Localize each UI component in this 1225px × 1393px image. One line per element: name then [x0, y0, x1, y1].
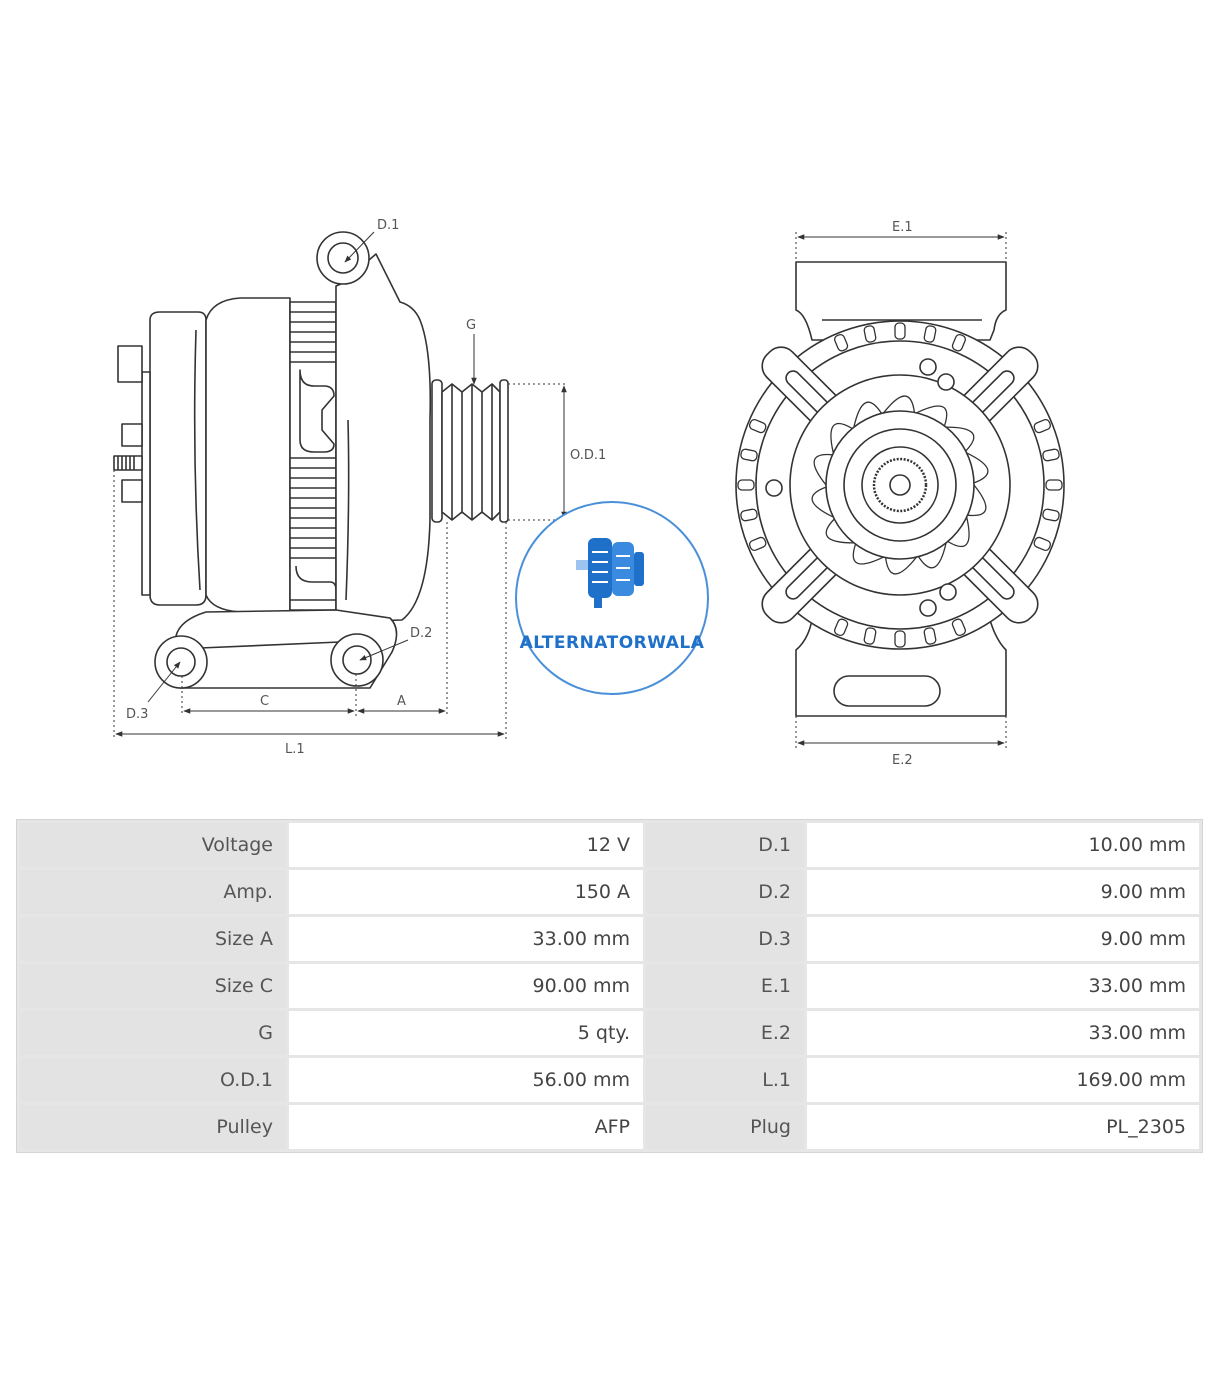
label-d1: D.1 [377, 218, 399, 233]
housing-notch [748, 418, 767, 434]
label-od1: O.D.1 [570, 448, 606, 463]
fan-blade [853, 401, 883, 428]
housing-notch [833, 618, 849, 637]
spec-label: D.3 [646, 917, 804, 961]
housing-notch [951, 618, 967, 637]
fan-blade [813, 453, 833, 486]
spec-value: 5 qty. [289, 1011, 643, 1055]
label-d2: D.2 [410, 626, 432, 641]
spec-label: O.D.1 [20, 1058, 286, 1102]
front-dimension-labels: E.1 E.2 [892, 220, 913, 768]
label-c: C [260, 694, 269, 709]
fan-blade [882, 395, 916, 414]
side-view [113, 231, 509, 689]
spec-label: D.1 [646, 823, 804, 867]
watermark-text: ALTERNATORWALA [520, 633, 705, 653]
spec-value: 90.00 mm [289, 964, 643, 1008]
housing-notch [923, 627, 937, 645]
fan-blade [947, 516, 970, 548]
label-d3: D.3 [126, 707, 148, 722]
spec-label: Voltage [20, 823, 286, 867]
fan-blade [825, 518, 854, 544]
spec-value: 33.00 mm [289, 917, 643, 961]
fan-blade [830, 422, 853, 454]
spec-label: G [20, 1011, 286, 1055]
spec-label: Amp. [20, 870, 286, 914]
fan-blade [811, 486, 834, 518]
spec-value: 10.00 mm [807, 823, 1199, 867]
fan-blade [946, 426, 975, 452]
table-row: Size A 33.00 mm D.3 9.00 mm [20, 917, 1199, 961]
spec-value: 9.00 mm [807, 870, 1199, 914]
cooling-fan [811, 395, 989, 575]
housing-notch [1042, 508, 1060, 522]
fan-blade [916, 405, 948, 427]
spec-value: 150 A [289, 870, 643, 914]
housing-notch [894, 630, 906, 648]
label-e1: E.1 [892, 220, 913, 235]
housing-notch [894, 322, 906, 340]
alternator-dimension-diagram: D.1 G O.D.1 D.2 D.3 C A L.1 [113, 218, 1065, 768]
spec-label: D.2 [646, 870, 804, 914]
table-row: Amp. 150 A D.2 9.00 mm [20, 870, 1199, 914]
housing-notch [1045, 479, 1063, 491]
housing-notch [833, 333, 849, 352]
housing-notch [748, 536, 767, 552]
housing-notch [737, 479, 755, 491]
spec-label: E.2 [646, 1011, 804, 1055]
fan-blade [917, 542, 947, 569]
spec-value: 33.00 mm [807, 1011, 1199, 1055]
housing-notch [1033, 418, 1052, 434]
fan-blade [966, 452, 989, 484]
spec-label: Size A [20, 917, 286, 961]
table-row: Voltage 12 V D.1 10.00 mm [20, 823, 1199, 867]
spec-label: Pulley [20, 1105, 286, 1149]
spec-label: Plug [646, 1105, 804, 1149]
table-row: Size C 90.00 mm E.1 33.00 mm [20, 964, 1199, 1008]
fan-blade [967, 484, 987, 517]
label-a: A [397, 694, 406, 709]
housing-notch [923, 325, 937, 343]
label-g: G [466, 318, 476, 333]
side-dimension-labels: D.1 G O.D.1 D.2 D.3 C A L.1 [126, 218, 606, 757]
watermark-logo: ALTERNATORWALA [515, 501, 709, 695]
label-e2: E.2 [892, 753, 913, 768]
housing-notch [863, 325, 877, 343]
specifications-table: Voltage 12 V D.1 10.00 mm Amp. 150 A D.2… [16, 819, 1203, 1153]
spec-label: E.1 [646, 964, 804, 1008]
spec-value: 33.00 mm [807, 964, 1199, 1008]
alternator-icon [576, 538, 644, 608]
housing-notch [1033, 536, 1052, 552]
label-l1: L.1 [285, 742, 305, 757]
side-dimension-lines [113, 231, 567, 740]
front-dimension-lines [795, 232, 1007, 748]
housing-notches [737, 322, 1063, 648]
fan-blade [884, 556, 918, 575]
housing-notch [740, 448, 758, 462]
spec-value: 9.00 mm [807, 917, 1199, 961]
spec-value: PL_2305 [807, 1105, 1199, 1149]
housing-notch [951, 333, 967, 352]
spec-label: L.1 [646, 1058, 804, 1102]
table-row: Pulley AFP Plug PL_2305 [20, 1105, 1199, 1149]
fan-blade [852, 543, 884, 565]
front-view [735, 261, 1065, 717]
spec-value: 56.00 mm [289, 1058, 643, 1102]
spec-value: AFP [289, 1105, 643, 1149]
housing-notch [863, 627, 877, 645]
table-row: G 5 qty. E.2 33.00 mm [20, 1011, 1199, 1055]
housing-notch [740, 508, 758, 522]
spec-value: 169.00 mm [807, 1058, 1199, 1102]
housing-notch [1042, 448, 1060, 462]
spec-label: Size C [20, 964, 286, 1008]
spec-value: 12 V [289, 823, 643, 867]
table-row: O.D.1 56.00 mm L.1 169.00 mm [20, 1058, 1199, 1102]
